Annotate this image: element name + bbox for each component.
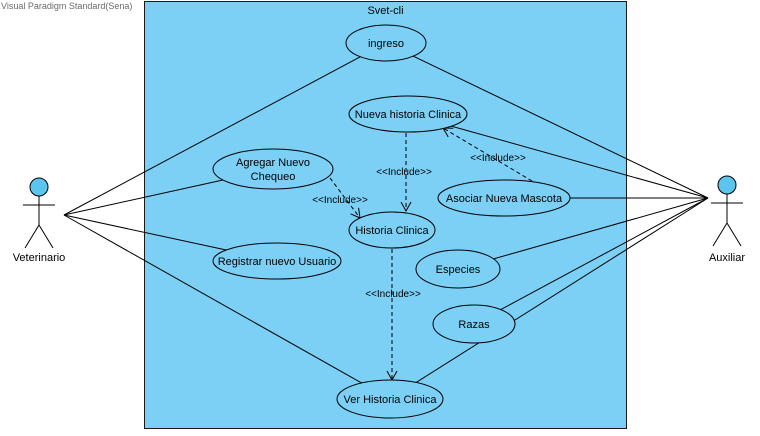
use-case-razas[interactable]: Razas bbox=[432, 304, 516, 344]
association-veterinario-agregar-chequeo bbox=[63, 179, 224, 216]
use-case-ellipse[interactable] bbox=[212, 242, 342, 280]
association-auxiliar-nueva-historia bbox=[451, 125, 709, 199]
use-case-nueva-historia[interactable]: Nueva historia Clinica bbox=[348, 95, 468, 133]
include-label: <<Include>> bbox=[376, 167, 432, 178]
include-label: <<Include>> bbox=[365, 289, 421, 300]
use-case-ver-historia[interactable]: Ver Historia Clinica bbox=[336, 379, 444, 419]
association-auxiliar-ingreso bbox=[413, 55, 709, 199]
use-case-historia-clinica[interactable]: Historia Clinica bbox=[348, 211, 436, 249]
use-case-ellipse[interactable] bbox=[437, 179, 571, 217]
watermark: Visual Paradigm Standard(Sena) bbox=[1, 1, 133, 11]
actor-leg-right bbox=[726, 222, 742, 247]
use-case-asociar-mascota[interactable]: Asociar Nueva Mascota bbox=[437, 179, 571, 217]
use-case-ellipse[interactable] bbox=[348, 211, 436, 249]
system-title: Svet-cli bbox=[367, 5, 404, 17]
use-case-ellipse[interactable] bbox=[336, 379, 444, 419]
actor-label: Auxiliar bbox=[709, 252, 745, 264]
include-arrow bbox=[329, 177, 361, 219]
include-nueva-historia-historia-clinica: <<Include>> bbox=[376, 133, 432, 213]
association-auxiliar-especies bbox=[493, 197, 709, 260]
use-case-ellipse[interactable] bbox=[345, 24, 427, 62]
actor-label: Veterinario bbox=[13, 252, 66, 264]
use-case-especies[interactable]: Especies bbox=[415, 249, 501, 289]
use-case-label: Historia Clinica bbox=[355, 225, 429, 237]
actor-leg-left bbox=[712, 222, 728, 247]
association-auxiliar-razas bbox=[500, 197, 709, 311]
use-case-label: Asociar Nueva Mascota bbox=[446, 193, 563, 205]
association-veterinario-ver-historia bbox=[63, 214, 362, 384]
actor-leg-left bbox=[24, 224, 40, 249]
actor-icon[interactable] bbox=[711, 175, 743, 247]
association-veterinario-registrar-usuario bbox=[63, 214, 227, 251]
use-case-registrar-usuario[interactable]: Registrar nuevo Usuario bbox=[212, 242, 342, 280]
include-agregar-chequeo-historia-clinica: <<Include>> bbox=[312, 177, 368, 219]
use-case-label: Registrar nuevo Usuario bbox=[218, 256, 337, 268]
include-label: <<Include>> bbox=[470, 153, 526, 164]
use-case-ellipse[interactable] bbox=[432, 304, 516, 344]
use-case-ellipse[interactable] bbox=[348, 95, 468, 133]
include-asociar-mascota-nueva-historia: <<Include>> bbox=[442, 127, 533, 182]
actor-auxiliar[interactable]: Auxiliar bbox=[709, 175, 745, 264]
use-case-label: Ver Historia Clinica bbox=[344, 394, 438, 406]
association-veterinario-ingreso bbox=[63, 56, 361, 216]
use-case-label: ingreso bbox=[368, 38, 404, 50]
actor-veterinario[interactable]: Veterinario bbox=[13, 177, 66, 264]
association-auxiliar-ver-historia bbox=[415, 197, 709, 383]
use-case-label: Razas bbox=[458, 319, 490, 331]
use-case-ellipse[interactable] bbox=[415, 249, 501, 289]
include-label: <<Include>> bbox=[312, 195, 368, 206]
actor-icon[interactable] bbox=[23, 177, 55, 249]
include-historia-clinica-ver-historia: <<Include>> bbox=[365, 249, 421, 382]
actor-head bbox=[29, 177, 49, 197]
use-case-ellipse[interactable] bbox=[212, 148, 334, 190]
actor-head bbox=[717, 175, 737, 195]
use-case-label: Especies bbox=[436, 264, 481, 276]
actor-leg-right bbox=[38, 224, 54, 249]
use-case-label: Agregar Nuevo bbox=[236, 157, 310, 169]
include-arrow bbox=[442, 127, 533, 182]
use-case-ingreso[interactable]: ingreso bbox=[345, 24, 427, 62]
use-case-label: Nueva historia Clinica bbox=[355, 109, 462, 121]
use-case-label: Chequeo bbox=[251, 171, 296, 183]
